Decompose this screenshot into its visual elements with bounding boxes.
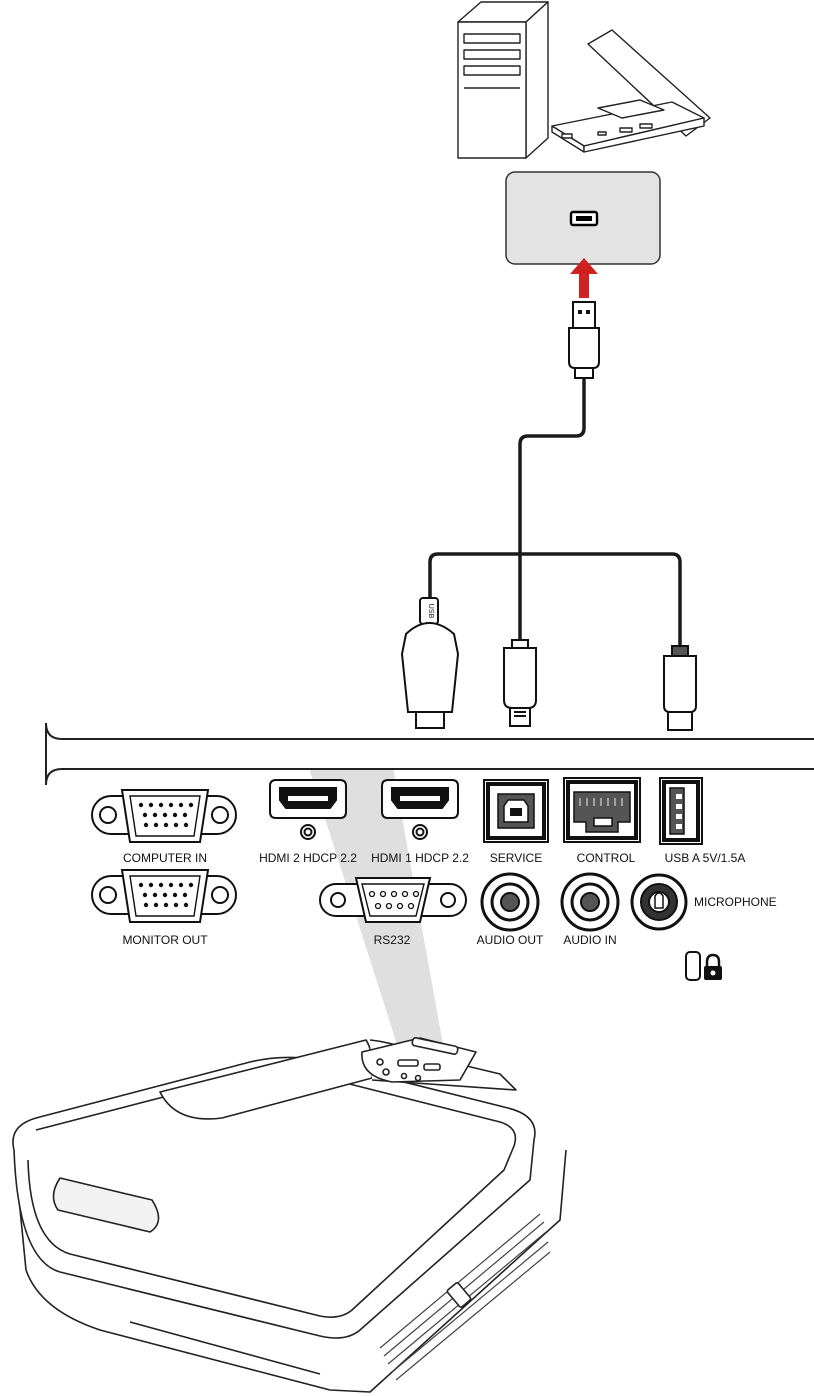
dongle-usb-label: USB <box>427 604 434 619</box>
monitor-out-port <box>91 869 237 923</box>
computer-in-label: COMPUTER IN <box>123 851 207 865</box>
service-port <box>483 779 549 843</box>
hdmi-dongle-plug: USB <box>400 597 460 729</box>
service-label: SERVICE <box>490 851 542 865</box>
desktop-and-laptop-icon <box>457 1 711 159</box>
usb-a-label: USB A 5V/1.5A <box>665 851 746 865</box>
audio-in-label: AUDIO IN <box>563 933 616 947</box>
cables <box>428 376 682 648</box>
control-port <box>563 777 641 843</box>
connector-panel <box>45 722 814 786</box>
usb-a-power-plug <box>663 645 697 731</box>
usb-a-port <box>659 777 703 845</box>
hdmi2-label: HDMI 2 HDCP 2.2 <box>259 851 357 865</box>
microphone-label: MICROPHONE <box>694 895 777 909</box>
monitor-out-label: MONITOR OUT <box>122 933 208 947</box>
control-label: CONTROL <box>577 851 636 865</box>
hdmi1-port <box>381 779 459 840</box>
usb-b-plug <box>503 639 537 727</box>
rs232-port <box>319 877 467 923</box>
hdmi1-label: HDMI 1 HDCP 2.2 <box>371 851 469 865</box>
usb-port-icon <box>569 210 599 227</box>
projector-icon <box>12 1037 567 1393</box>
microphone-port <box>630 873 688 931</box>
hdmi2-port <box>269 779 347 840</box>
kensington-lock-icon <box>685 951 722 981</box>
usb-a-plug <box>568 301 600 379</box>
rs232-label: RS232 <box>374 933 411 947</box>
computer-usb-port-box <box>505 171 661 265</box>
arrow-up-to-computer <box>570 258 598 298</box>
audio-in-port <box>560 872 620 932</box>
audio-out-port <box>480 872 540 932</box>
audio-out-label: AUDIO OUT <box>477 933 544 947</box>
computer-in-port <box>91 789 237 843</box>
